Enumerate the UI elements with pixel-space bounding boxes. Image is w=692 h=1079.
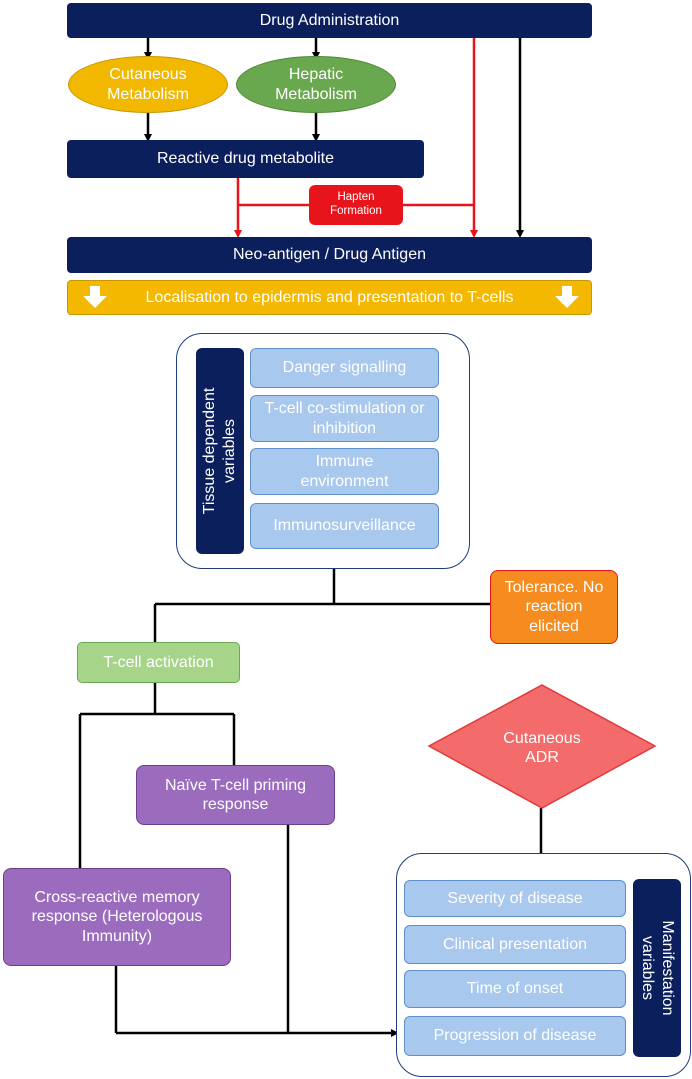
- tcell-costimulation-label: T-cell co-stimulation or inhibition: [264, 400, 425, 437]
- progression-label: Progression of disease: [433, 1027, 597, 1045]
- tcell-activation-label: T-cell activation: [103, 653, 214, 671]
- down-arrow-left-icon: [83, 286, 107, 308]
- cutaneous-metabolism-ellipse: Cutaneous Metabolism: [68, 56, 228, 113]
- naive-priming-box: Naïve T-cell priming response: [136, 765, 335, 825]
- time-of-onset-label: Time of onset: [466, 980, 564, 998]
- tissue-variables-label-box: Tissue dependent variables: [196, 348, 244, 554]
- immune-environment-box: Immune environment: [250, 448, 439, 495]
- manifestation-variables-label-box: Manifestation variables: [633, 879, 681, 1057]
- cutaneous-metabolism-label: Cutaneous Metabolism: [107, 66, 189, 103]
- manifestation-variables-label: Manifestation variables: [639, 920, 676, 1016]
- neo-antigen-label: Neo-antigen / Drug Antigen: [232, 246, 426, 264]
- danger-signalling-label: Danger signalling: [282, 359, 407, 377]
- drug-administration-box: Drug Administration: [67, 3, 592, 38]
- severity-box: Severity of disease: [404, 880, 626, 917]
- immune-environment-label: Immune environment: [300, 453, 389, 490]
- hepatic-metabolism-label: Hepatic Metabolism: [275, 66, 357, 103]
- neo-antigen-box: Neo-antigen / Drug Antigen: [67, 237, 592, 273]
- drug-administration-label: Drug Administration: [259, 11, 400, 29]
- tcell-costimulation-box: T-cell co-stimulation or inhibition: [250, 395, 439, 442]
- tolerance-label: Tolerance. No reaction elicited: [504, 579, 604, 635]
- time-of-onset-box: Time of onset: [404, 970, 626, 1008]
- hapten-formation-box: Hapten Formation: [309, 185, 403, 225]
- clinical-presentation-label: Clinical presentation: [442, 935, 588, 953]
- tolerance-box: Tolerance. No reaction elicited: [490, 570, 618, 644]
- cutaneous-adr-diamond: [427, 684, 657, 809]
- localisation-banner: Localisation to epidermis and presentati…: [67, 280, 592, 315]
- reactive-metabolite-box: Reactive drug metabolite: [67, 140, 424, 178]
- tcell-activation-box: T-cell activation: [77, 642, 240, 683]
- progression-box: Progression of disease: [404, 1016, 626, 1056]
- danger-signalling-box: Danger signalling: [250, 348, 439, 388]
- reactive-metabolite-label: Reactive drug metabolite: [157, 150, 334, 168]
- cross-reactive-label: Cross-reactive memory response (Heterolo…: [31, 889, 203, 945]
- cutaneous-adr-label-wrap: Cutaneous ADR: [480, 725, 604, 771]
- clinical-presentation-box: Clinical presentation: [404, 925, 626, 964]
- down-arrow-right-icon: [555, 286, 579, 308]
- localisation-label: Localisation to epidermis and presentati…: [145, 288, 514, 306]
- severity-label: Severity of disease: [447, 889, 583, 907]
- cutaneous-adr-label: Cutaneous ADR: [503, 729, 581, 766]
- immunosurveillance-box: Immunosurveillance: [250, 503, 439, 549]
- tissue-variables-label: Tissue dependent variables: [201, 387, 238, 515]
- immunosurveillance-label: Immunosurveillance: [273, 517, 416, 535]
- hapten-formation-label: Hapten Formation: [330, 191, 382, 217]
- hepatic-metabolism-ellipse: Hepatic Metabolism: [236, 56, 396, 113]
- cross-reactive-box: Cross-reactive memory response (Heterolo…: [3, 868, 231, 966]
- naive-priming-label: Naïve T-cell priming response: [164, 776, 307, 813]
